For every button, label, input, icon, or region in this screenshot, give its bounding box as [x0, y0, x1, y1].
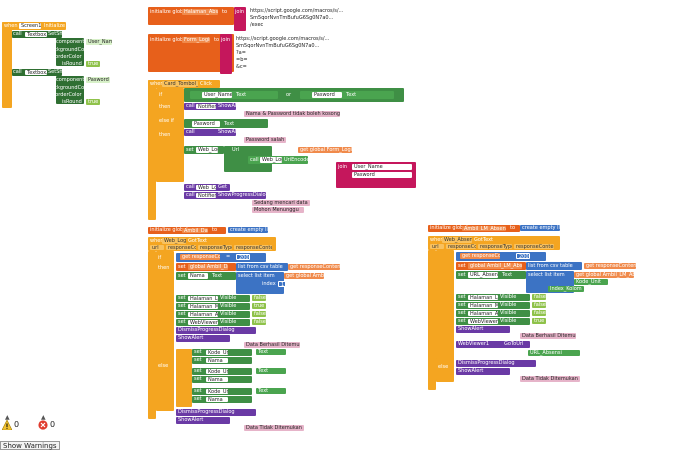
border-color-swatch-2[interactable]	[86, 92, 94, 98]
event-component[interactable]: Screen1	[19, 23, 41, 29]
show-warnings-button[interactable]: Show Warnings	[0, 441, 60, 450]
text-string[interactable]: /exec	[248, 22, 266, 28]
call-setshape-2[interactable]: call Textbox2 SetShape	[12, 69, 72, 76]
event-block-spine	[2, 22, 12, 108]
toggle-warnings-arrow-icon[interactable]: ▲	[5, 414, 10, 421]
call-setshape-1[interactable]: call Textbox1 SetShape	[12, 31, 72, 38]
warnings-panel: 0 0 ▲ ▲ Show Warnings	[0, 414, 62, 450]
setshape-args-1	[56, 38, 84, 66]
bg-color-swatch[interactable]	[86, 47, 94, 53]
bg-color-swatch-2[interactable]	[86, 85, 94, 91]
event-name: Initialize	[44, 23, 65, 29]
global-name[interactable]: Halaman_Absensi	[182, 9, 218, 15]
text-string[interactable]: Sm5qorNvnTmBufuG6Sg0N7a0...	[248, 15, 352, 21]
setshape-args-2	[56, 76, 84, 104]
toggle-errors-arrow-icon[interactable]: ▲	[41, 414, 46, 421]
component-value-user-name[interactable]: User_Name	[86, 39, 112, 45]
warning-icon	[1, 419, 13, 431]
warning-count: 0	[14, 420, 20, 429]
border-color-swatch[interactable]	[86, 54, 94, 60]
error-count: 0	[50, 420, 56, 429]
error-icon	[38, 420, 48, 430]
event-block-header[interactable]: when Screen1 Initialize	[2, 22, 66, 30]
text-string[interactable]: https://script.google.com/macros/s/...	[248, 8, 352, 14]
